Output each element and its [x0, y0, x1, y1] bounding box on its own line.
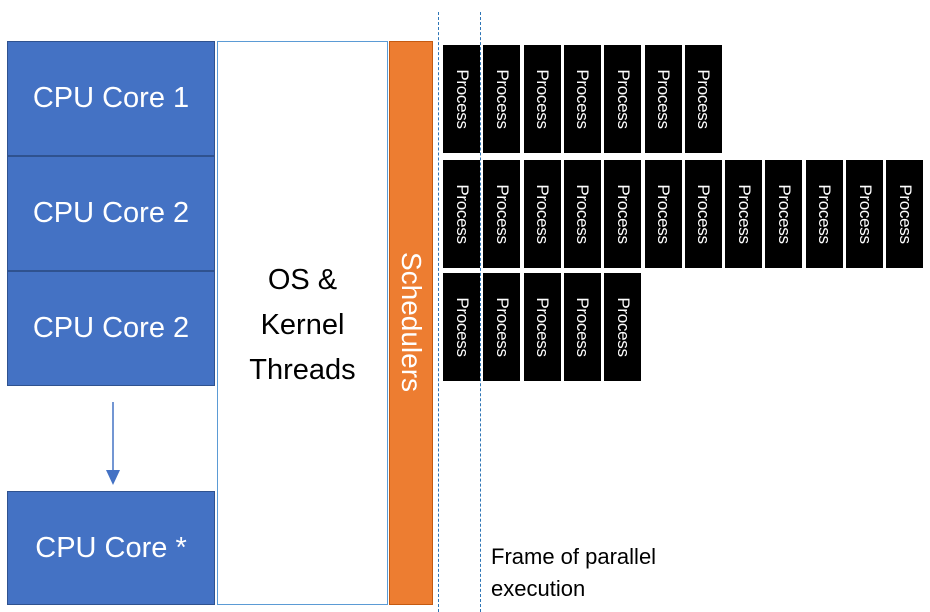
process-block: Process — [483, 45, 521, 153]
process-label: Process — [533, 69, 553, 129]
os-line-2: Kernel — [260, 309, 345, 341]
process-block: Process — [443, 160, 480, 268]
process-block: Process — [644, 45, 682, 153]
process-block: Process — [725, 160, 763, 268]
process-label: Process — [492, 297, 512, 357]
process-label: Process — [654, 184, 673, 244]
process-label: Process — [694, 69, 714, 129]
process-label: Process — [533, 184, 553, 244]
process-block: Process — [563, 160, 601, 268]
process-label: Process — [452, 297, 472, 357]
process-label: Process — [613, 184, 633, 244]
schedulers-bar — [389, 41, 433, 605]
cpu-core-star: CPU Core * — [7, 491, 215, 605]
process-label: Process — [815, 184, 835, 244]
frame-line-2: execution — [491, 576, 586, 601]
process-label: Process — [654, 69, 673, 129]
process-label: Process — [452, 184, 472, 244]
process-label: Process — [774, 184, 794, 244]
process-block: Process — [604, 273, 642, 381]
cpu-core-2-label: CPU Core 2 — [32, 197, 190, 229]
process-label: Process — [452, 69, 472, 129]
process-label: Process — [613, 297, 633, 357]
cpu-core-3: CPU Core 2 — [7, 271, 215, 386]
process-block: Process — [443, 273, 480, 381]
process-label: Process — [533, 297, 553, 357]
process-label: Process — [492, 184, 512, 244]
process-block: Process — [523, 160, 561, 268]
process-block: Process — [563, 45, 601, 153]
process-label: Process — [895, 184, 915, 244]
cpu-core-star-label: CPU Core * — [35, 531, 187, 564]
process-label: Process — [613, 69, 633, 129]
down-arrow-icon — [106, 402, 120, 485]
process-block: Process — [805, 160, 843, 268]
cpu-core-1: CPU Core 1 — [7, 41, 215, 156]
process-block: Process — [846, 160, 883, 268]
process-block: Process — [443, 45, 480, 153]
process-label: Process — [734, 184, 754, 244]
process-label: Process — [855, 184, 875, 244]
schedulers-label: Schedulers — [396, 251, 427, 393]
process-block: Process — [483, 160, 521, 268]
frame-label: Frame of parallel execution — [491, 541, 656, 605]
frame-line-1: Frame of parallel — [491, 544, 657, 569]
process-block: Process — [684, 45, 722, 153]
cpu-core-2: CPU Core 2 — [7, 156, 215, 271]
process-block: Process — [563, 273, 601, 381]
process-block: Process — [523, 273, 561, 381]
os-kernel-label: OS & Kernel Threads — [217, 258, 388, 393]
process-label: Process — [573, 184, 593, 244]
process-block: Process — [483, 273, 521, 381]
process-label: Process — [694, 184, 714, 244]
process-block: Process — [604, 160, 642, 268]
process-block: Process — [604, 45, 642, 153]
os-kernel-box — [217, 41, 388, 605]
process-label: Process — [573, 69, 593, 129]
process-block: Process — [644, 160, 682, 268]
process-label: Process — [573, 297, 593, 357]
process-block: Process — [886, 160, 924, 268]
process-block: Process — [523, 45, 561, 153]
cpu-core-1-label: CPU Core 1 — [32, 82, 190, 114]
process-label: Process — [492, 69, 512, 129]
os-line-1: OS & — [267, 264, 338, 296]
os-line-3: Threads — [249, 354, 356, 386]
frame-left-line — [438, 12, 439, 612]
frame-right-line — [480, 12, 481, 612]
process-block: Process — [684, 160, 722, 268]
cpu-core-3-label: CPU Core 2 — [32, 312, 190, 344]
process-block: Process — [765, 160, 803, 268]
